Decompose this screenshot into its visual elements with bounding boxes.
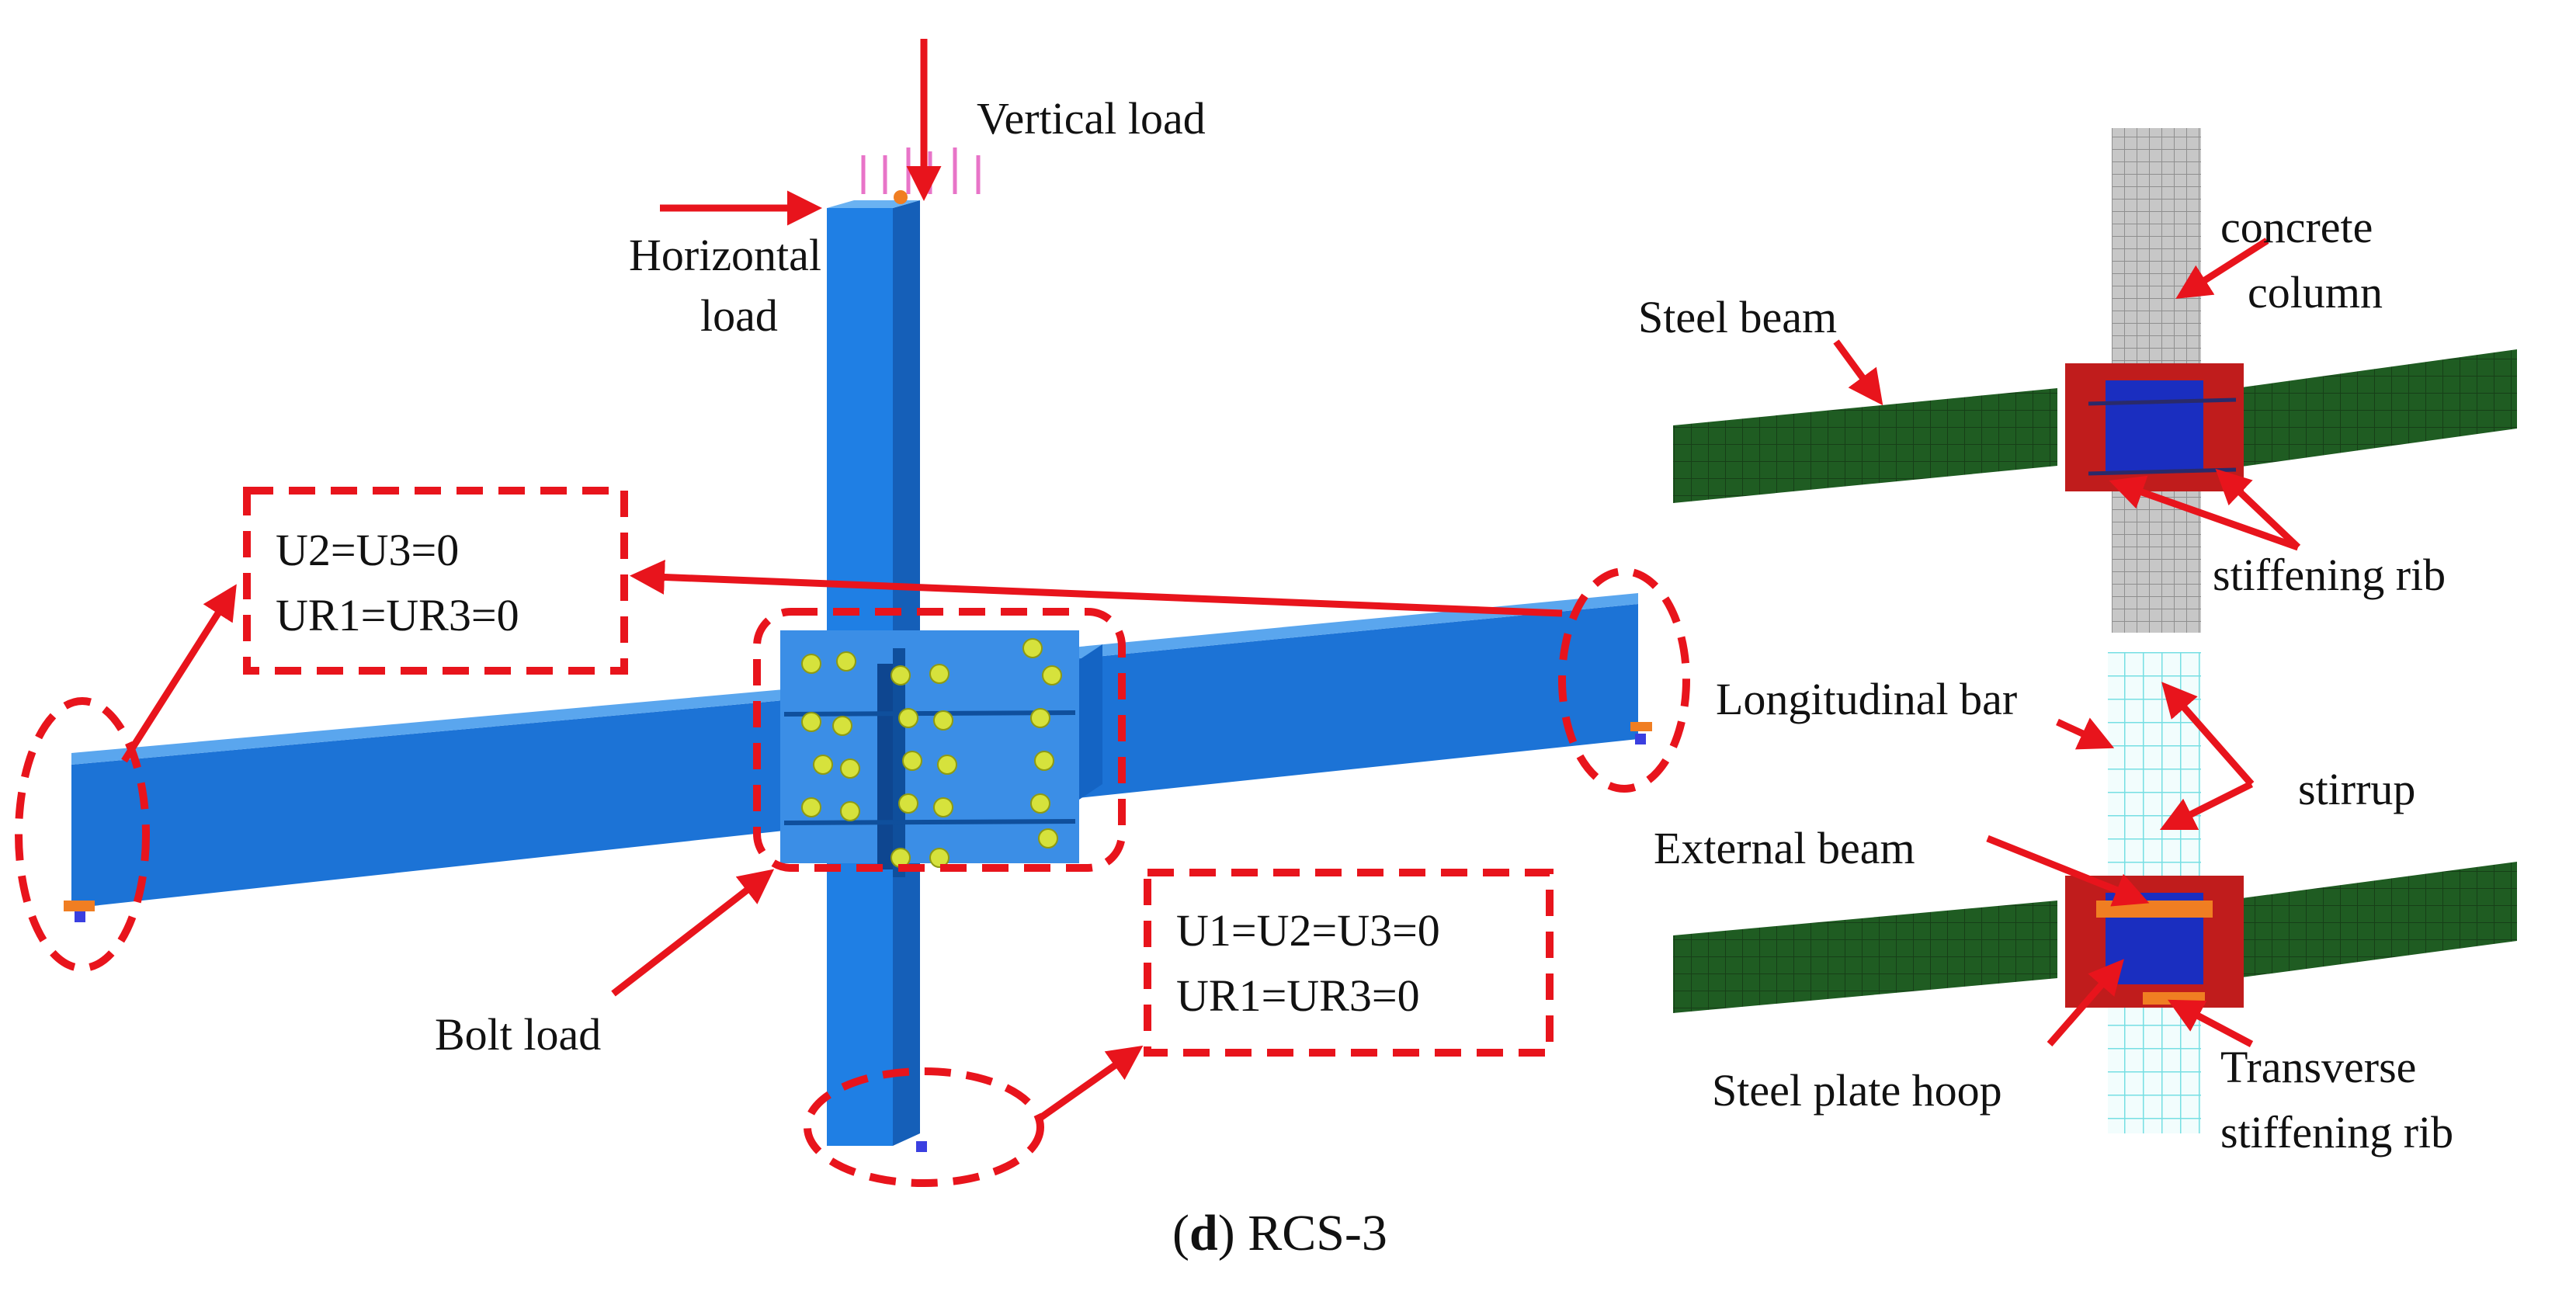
left-beam-top-flange <box>71 689 784 765</box>
transverse-stiffening-rib-label-line1: Transverse <box>2220 1042 2416 1092</box>
horizontal-load-label-line1: Horizontal <box>629 230 821 280</box>
joint-stiffener <box>877 664 893 869</box>
joint-dashed-box <box>753 608 1126 872</box>
steel-beam-leader <box>1833 339 1883 406</box>
horizontal-load-label-line2: load <box>700 290 778 341</box>
stiffening-rib-label: stiffening rib <box>2213 550 2446 600</box>
concrete-column-label-line2: column <box>2248 267 2383 318</box>
caption-letter: d <box>1189 1205 1218 1262</box>
right-end-support-ellipse <box>1558 567 1690 793</box>
longitudinal-bar-leader <box>2056 717 2115 750</box>
haunch <box>1079 644 1102 800</box>
bc-beam-box <box>243 487 628 675</box>
concrete-column-leader <box>2175 238 2269 299</box>
external-beam-leader <box>1986 835 2150 907</box>
left-end-support-ellipse <box>15 697 150 972</box>
steel-beam-label: Steel beam <box>1638 292 1837 342</box>
bc-beam-leader-right <box>630 559 1563 617</box>
left-annotations <box>15 39 1690 1187</box>
stiffening-rib-leader-1 <box>2109 475 2300 551</box>
lower-steel-beam-left <box>1673 901 2057 1013</box>
upper-steel-beam-right <box>2236 349 2517 467</box>
right-steel-beam <box>1064 604 1638 800</box>
bolts <box>801 638 1062 868</box>
stiffening-rib-upper <box>783 710 1076 717</box>
bc-column-line1: U1=U2=U3=0 <box>1176 905 1440 956</box>
transverse-stiffening-rib-label-line2: stiffening rib <box>2220 1107 2453 1157</box>
stirrup-label: stirrup <box>2298 764 2415 814</box>
transverse-stiffening-rib <box>2143 992 2205 1005</box>
bc-beam-line2: UR1=UR3=0 <box>276 590 519 640</box>
steel-plate-hoop-leader <box>2047 959 2124 1046</box>
caption-text: RCS-3 <box>1248 1205 1387 1262</box>
transverse-rib-leader <box>2168 999 2254 1047</box>
upper-rib-2 <box>2088 467 2237 476</box>
bc-column-line2: UR1=UR3=0 <box>1176 970 1420 1021</box>
upper-rib-1 <box>2088 397 2237 406</box>
lower-steel-beam-right <box>2236 862 2517 978</box>
bc-beam-line1: U2=U3=0 <box>276 525 459 575</box>
figure-caption: (d) RCS-3 <box>1172 1205 1387 1262</box>
vertical-load-label: Vertical load <box>977 93 1206 144</box>
stirrup-leader-2 <box>2159 780 2254 831</box>
concrete-column-label-line1: concrete <box>2220 202 2373 252</box>
external-beam-label: External beam <box>1654 823 1915 873</box>
right-fe-model-upper <box>1673 128 2517 633</box>
bc-beam-leader-left <box>121 584 237 763</box>
right-annotations <box>1833 238 2301 1047</box>
stiffening-rib-leader-2 <box>2215 468 2301 550</box>
longitudinal-bar-label: Longitudinal bar <box>1716 674 2017 724</box>
right-fe-model-lower <box>1673 652 2517 1133</box>
external-beam <box>2096 901 2213 918</box>
left-steel-beam <box>71 700 784 908</box>
steel-plate-hoop-label: Steel plate hoop <box>1712 1065 2002 1116</box>
bolt-load-label: Bolt load <box>435 1009 601 1060</box>
upper-joint-core <box>2106 380 2203 472</box>
column-base-ellipse <box>804 1067 1044 1187</box>
stiffening-rib-lower <box>783 819 1076 825</box>
bc-column-box <box>1144 869 1554 1057</box>
supports <box>64 722 1652 1152</box>
bolt-load-leader <box>611 869 775 997</box>
bc-column-leader <box>1038 1045 1144 1121</box>
upper-steel-beam-left <box>1673 388 2057 503</box>
steel-plate-hoop <box>780 630 1079 863</box>
stirrup-leader-1 <box>2161 682 2255 786</box>
